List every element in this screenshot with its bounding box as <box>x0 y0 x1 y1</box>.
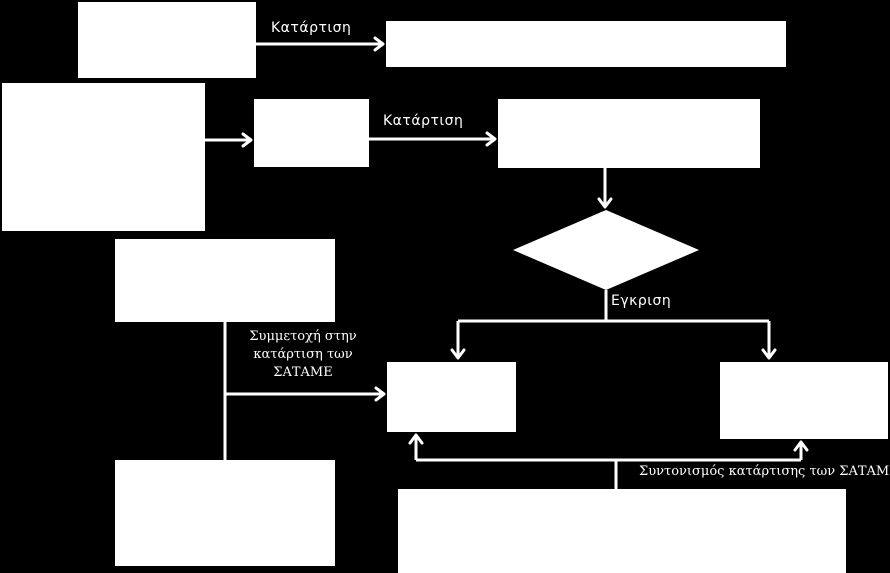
box-left-tall <box>2 83 205 231</box>
label-symmetoxi-line3: ΣΑΤΑΜΕ <box>273 365 332 380</box>
box-left-middle <box>115 239 335 322</box>
label-katartisi-top: Κατάρτιση <box>271 20 351 36</box>
box-top-right-wide <box>386 21 786 67</box>
label-symmetoxi-line2: κατάρτιση των <box>253 347 352 362</box>
label-katartisi-mid: Κατάρτιση <box>383 113 463 129</box>
box-mid-right <box>498 99 760 168</box>
arrowhead-mid-to-right <box>485 131 497 147</box>
decision-diamond <box>513 210 699 290</box>
box-center-result <box>387 362 516 432</box>
box-mid-small <box>254 99 369 167</box>
label-syntonismos: Συντονισμός κατάρτισης των ΣΑΤΑΜΕ <box>639 464 890 479</box>
arrowhead-split-left <box>450 348 466 360</box>
box-bottom-wide <box>398 489 846 573</box>
arrowhead-bottom-left <box>408 433 424 445</box>
label-symmetoxi-line1: Συμμετοχή στην <box>249 329 356 344</box>
box-right-result <box>720 362 888 439</box>
box-top-left <box>78 2 256 78</box>
arrowhead-bottom-right <box>793 440 809 452</box>
arrowhead-to-diamond <box>597 197 613 209</box>
box-bottom-left <box>115 460 335 566</box>
arrowhead-split-right <box>761 348 777 360</box>
arrowhead-left-branch <box>374 386 386 402</box>
arrowhead-top <box>373 36 385 52</box>
arrowhead-left-to-mid <box>241 132 253 148</box>
label-egkrisi: Εγκριση <box>611 293 671 309</box>
